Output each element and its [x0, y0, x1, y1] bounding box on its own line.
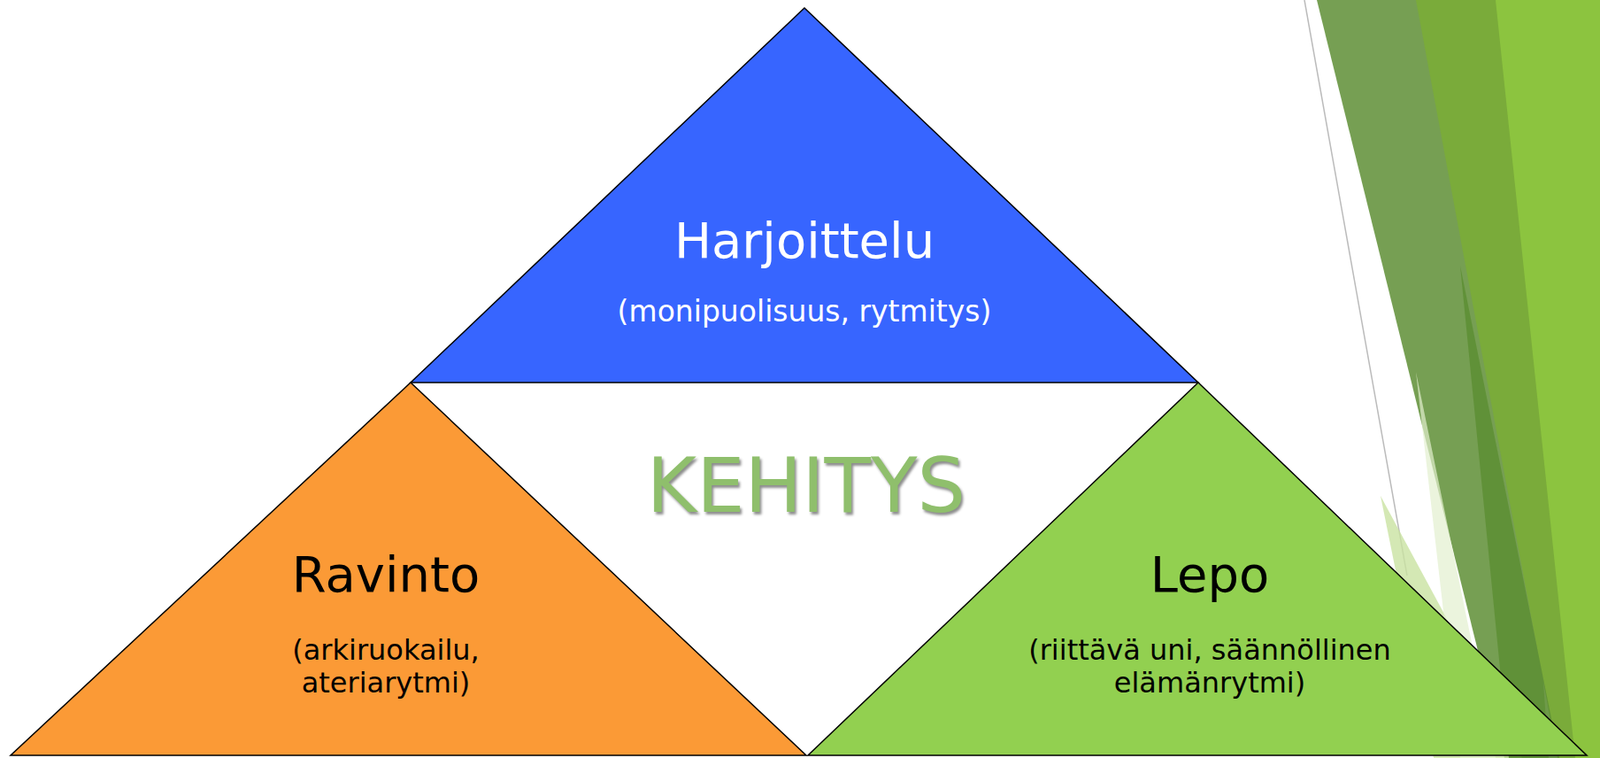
node-heading: Lepo — [1150, 546, 1270, 603]
node-subtitle: (monipuolisuus, rytmitys) — [617, 294, 993, 329]
node-subtitle: (riittävä uni, säännöllinen elämänrytmi) — [1025, 633, 1394, 700]
nutrition-triangle: Ravinto (arkiruokailu, ateriarytmi) — [10, 382, 807, 755]
node-heading: Ravinto — [292, 546, 480, 603]
training-triangle: Harjoittelu (monipuolisuus, rytmitys) — [410, 7, 1199, 383]
rest-triangle: Lepo (riittävä uni, säännöllinen elämänry… — [807, 382, 1587, 755]
triangle-outline — [10, 382, 807, 755]
node-subtitle: (arkiruokailu, ateriarytmi) — [289, 633, 483, 700]
node-heading: Harjoittelu — [674, 212, 935, 270]
triangle-outline — [410, 7, 1199, 383]
center-label: KEHITYS — [646, 440, 966, 530]
triangle-outline — [807, 382, 1587, 755]
